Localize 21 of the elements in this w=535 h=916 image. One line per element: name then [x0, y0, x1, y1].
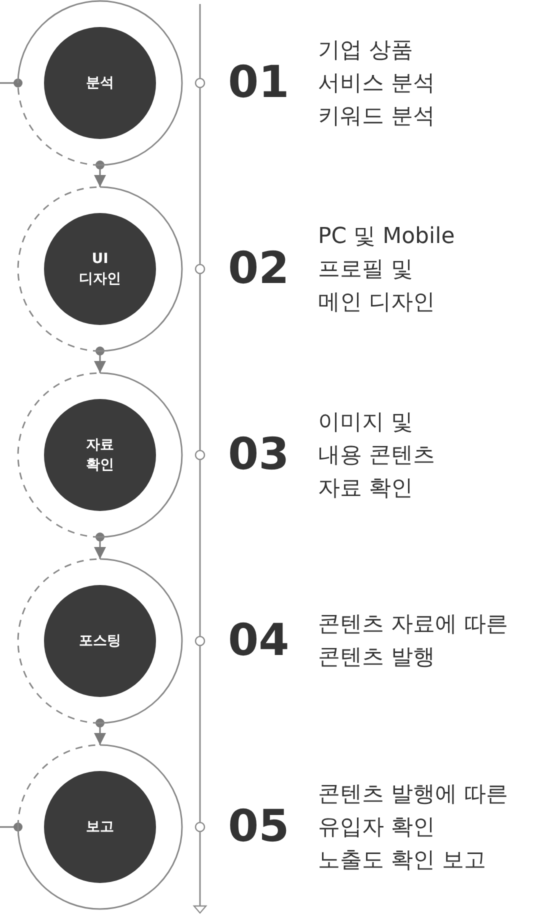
step-description: PC 및 Mobile 프로필 및 메인 디자인 — [318, 222, 455, 316]
step-number: 05 — [228, 802, 290, 852]
step-description: 이미지 및 내용 콘텐츠 자료 확인 — [318, 408, 435, 502]
step-number: 03 — [228, 430, 290, 480]
connector-line — [0, 822, 22, 832]
step-label: 보고 — [85, 818, 115, 837]
step-number: 01 — [228, 58, 290, 108]
step-number: 04 — [228, 616, 290, 666]
step-label: 분석 — [85, 74, 115, 93]
step-label: UI 디자인 — [78, 250, 122, 289]
connector-line — [0, 78, 22, 88]
arrow — [94, 346, 106, 373]
step-description: 기업 상품 서비스 분석 키워드 분석 — [318, 36, 435, 130]
arrow — [94, 532, 106, 559]
step-description: 콘텐츠 발행에 따른 유입자 확인 노출도 확인 보고 — [318, 780, 508, 874]
arrow — [94, 160, 106, 187]
step-number: 02 — [228, 244, 290, 294]
step-description: 콘텐츠 자료에 따른 콘텐츠 발행 — [318, 611, 508, 672]
step-label: 자료 확인 — [85, 436, 115, 475]
arrow — [94, 718, 106, 745]
step-label: 포스팅 — [78, 632, 122, 651]
